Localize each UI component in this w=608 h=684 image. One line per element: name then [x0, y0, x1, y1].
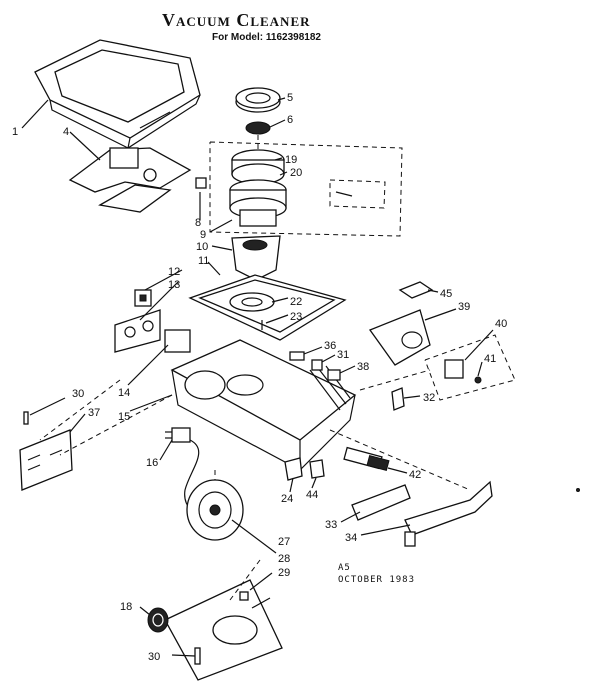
- callout-22: 22: [290, 296, 302, 308]
- part-45-tab: [398, 281, 434, 299]
- part-6-retainer: [245, 121, 271, 135]
- callout-41: 41: [484, 353, 496, 365]
- diagram-title: Vacuum Cleaner: [162, 10, 311, 30]
- callout-42: 42: [409, 469, 421, 481]
- stray-mark: [576, 488, 580, 492]
- part-39-housing-piece: [368, 309, 431, 366]
- callout-1: 1: [12, 126, 18, 138]
- callout-38: 38: [357, 361, 369, 373]
- callout-44: 44: [306, 489, 318, 501]
- callout-31: 31: [337, 349, 349, 361]
- footer-date: OCTOBER 1983: [338, 575, 416, 585]
- callout-30-top: 30: [72, 388, 84, 400]
- part-11-gasket: [188, 274, 347, 341]
- callout-45: 45: [440, 288, 452, 300]
- callout-39: 39: [458, 301, 470, 313]
- part-18-wheel: [147, 607, 169, 633]
- callout-14: 14: [118, 387, 130, 399]
- part-19-20-motor: [229, 149, 287, 227]
- part-27-cord-reel: [186, 479, 244, 541]
- callout-9: 9: [200, 229, 206, 241]
- model-subtitle: For Model: 1162398182: [212, 32, 321, 43]
- part-31-fitting: [311, 359, 323, 371]
- part-36-fitting: [289, 351, 305, 361]
- part-37-panel: [19, 429, 73, 491]
- part-10-mount: [231, 235, 281, 281]
- part-4-bracket: [68, 147, 192, 213]
- leader-lines: [21, 97, 494, 657]
- callout-labels: 1 4 5 6 19 20 8 9 10 11 12 13 14 15 16 1…: [12, 92, 507, 663]
- callout-11: 11: [198, 255, 209, 267]
- callout-37: 37: [88, 407, 100, 419]
- callout-16: 16: [146, 457, 158, 469]
- callout-34: 34: [345, 532, 357, 544]
- callout-20: 20: [290, 167, 302, 179]
- part-38-fitting: [327, 369, 341, 381]
- callout-29: 29: [278, 567, 290, 579]
- assembly-guides: [39, 135, 471, 601]
- callout-30-bottom: 30: [148, 651, 160, 663]
- part-1-top-cover: [34, 39, 201, 149]
- callout-10: 10: [196, 241, 208, 253]
- part-44-clip: [309, 459, 325, 479]
- callout-23: 23: [290, 311, 302, 323]
- part-13-plate: [114, 309, 161, 353]
- callout-19: 19: [285, 154, 297, 166]
- part-34-bar: [404, 480, 493, 547]
- callout-36: 36: [324, 340, 336, 352]
- part-40-bracket: [424, 334, 516, 401]
- footer-code: A5: [338, 563, 351, 573]
- part-14-block: [164, 329, 191, 353]
- part-24-clip: [284, 457, 303, 481]
- part-41-bolt: [474, 376, 482, 384]
- callout-33: 33: [325, 519, 337, 531]
- part-15-housing: [170, 339, 357, 471]
- callout-32: 32: [423, 392, 435, 404]
- callout-18: 18: [120, 601, 132, 613]
- callout-8: 8: [195, 217, 201, 229]
- callout-6: 6: [287, 114, 293, 126]
- part-5-filter: [235, 87, 281, 113]
- callout-15: 15: [118, 411, 130, 423]
- part-42-connector: [343, 446, 390, 472]
- part-28-29-bottom-plate: [164, 579, 283, 681]
- callout-4: 4: [63, 126, 69, 138]
- callout-28: 28: [278, 553, 290, 565]
- callout-40: 40: [495, 318, 507, 330]
- callout-5: 5: [287, 92, 293, 104]
- motor-assembly-box: [209, 141, 403, 237]
- callout-24: 24: [281, 493, 293, 505]
- part-30-screw-bottom: [194, 647, 201, 665]
- part-30-screw-top: [23, 411, 29, 425]
- callout-27: 27: [278, 536, 290, 548]
- part-33-handle: [351, 484, 411, 521]
- part-8-spring: [195, 177, 207, 189]
- callout-13: 13: [168, 279, 180, 291]
- callout-12: 12: [168, 266, 180, 278]
- part-12-switch: [134, 289, 152, 307]
- part-32-clip: [391, 387, 405, 411]
